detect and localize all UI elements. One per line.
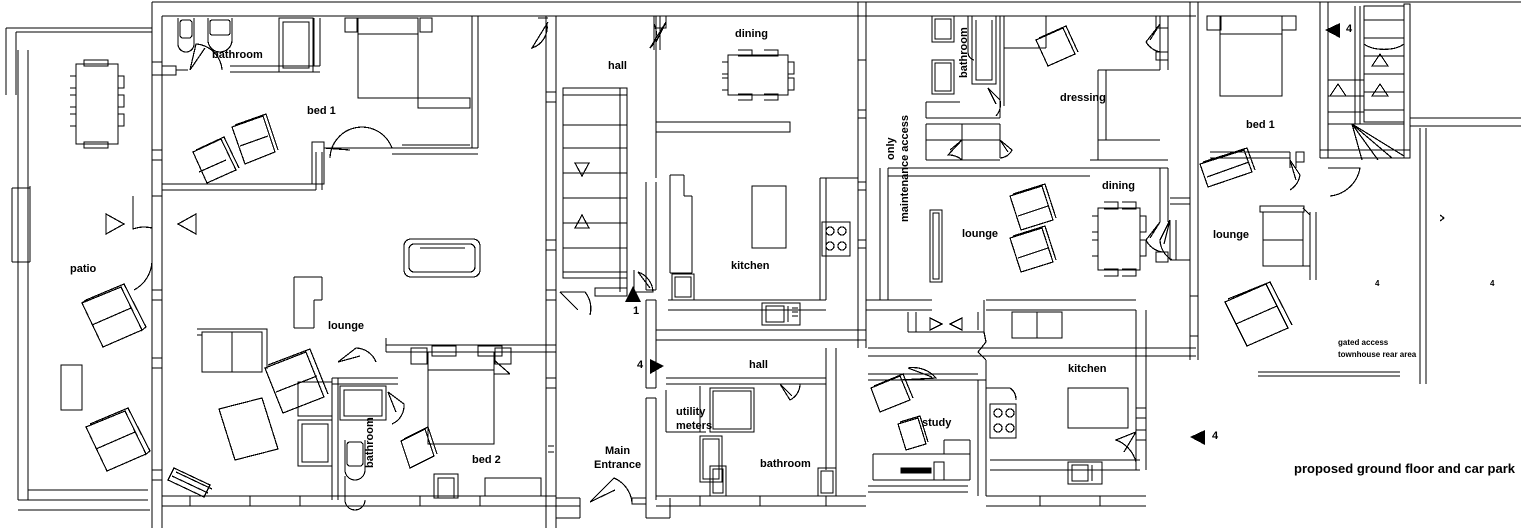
room-label-lounge-far-right: lounge [1213, 229, 1250, 241]
arrow-right-4 [650, 359, 664, 374]
dressing-right [925, 15, 1169, 161]
bathroom-right-fixtures [925, 15, 1005, 119]
drawing-title: proposed ground floor and car park [1294, 461, 1516, 476]
room-label-maintenance-only: only [885, 137, 897, 160]
room-label-bed1-left: bed 1 [307, 105, 336, 117]
room-label-bed1-right: bed 1 [1246, 119, 1275, 131]
main-entrance-line2: Entrance [594, 458, 642, 471]
room-label-dining-right: dining [1102, 180, 1135, 192]
center-unit-bottom-wall [656, 495, 866, 507]
room-label-main-entrance: Main Entrance [594, 445, 641, 473]
direction-marker-4-topright: 4 [1346, 23, 1353, 35]
patio-sofa-upper [81, 283, 147, 348]
main-entrance-line1: Main [605, 445, 631, 457]
study-right [868, 300, 987, 496]
bed1-left-furniture [344, 17, 471, 146]
room-label-bathroom-center: bathroom [760, 458, 811, 470]
bathroom-left-walls [162, 17, 321, 76]
patio-outline [5, 27, 152, 511]
room-label-study-right: study [922, 417, 952, 429]
left-unit-bottom-wall [162, 495, 556, 507]
patio-table-small [60, 364, 83, 411]
room-label-kitchen-center: kitchen [731, 260, 770, 272]
room-label-dining-center: dining [735, 28, 768, 40]
room-label-utility-meters: utility meters [676, 406, 712, 434]
direction-marker-4-kitchen: 4 [1212, 430, 1219, 442]
kitchen-center [668, 174, 858, 326]
right-unit-lower-boundary [1189, 295, 1199, 360]
lounge-left-furniture [167, 238, 481, 498]
gated-access-note: gated access townhouse rear area [1338, 337, 1416, 360]
direction-marker-4-hall: 4 [637, 359, 644, 371]
bed1-far-right [1199, 15, 1305, 191]
right-unit-outer [866, 1, 1199, 360]
bed2-left-walls [337, 338, 556, 363]
room-label-bathroom-left-lower: bathroom [364, 417, 376, 468]
arrow-left-4-topright [1325, 23, 1340, 38]
gated-access-line2: townhouse rear area [1338, 349, 1417, 359]
left-armchairs-top [192, 113, 279, 184]
room-label-kitchen-right: kitchen [1068, 363, 1107, 375]
patio-door-swing [132, 196, 153, 291]
lounge-far-right [1159, 170, 1317, 347]
center-hall-dining [530, 15, 795, 133]
direction-arrow-glyphs [625, 23, 1340, 445]
center-unit-outer [556, 1, 867, 348]
bathroom-left-fixtures [177, 18, 233, 53]
left-unit-walls [151, 1, 556, 528]
utility-line1: utility [676, 406, 706, 418]
dining-right [1090, 159, 1169, 277]
gated-access-line1: gated access [1338, 338, 1389, 347]
room-label-hall-upper: hall [608, 60, 627, 72]
arrow-up-1 [625, 286, 641, 302]
main-entrance-core [545, 16, 657, 528]
room-label-lounge-mid-right: lounge [962, 228, 999, 240]
bed-left-1 [357, 17, 419, 99]
room-label-bed2-left: bed 2 [472, 454, 501, 466]
room-label-maintenance-access: maintenance access [899, 114, 911, 222]
bathroom-left-lower-walls [297, 377, 405, 511]
center-hall-lower [656, 329, 866, 497]
central-staircase [562, 87, 628, 297]
patio-direction-triangles [105, 212, 197, 236]
patio-dining-table [70, 59, 125, 149]
room-label-bathroom-left: bathroom [212, 49, 263, 61]
entrance-bottom-wall [546, 495, 671, 519]
direction-marker-1-main: 1 [633, 305, 640, 317]
room-label-hall-lower: hall [749, 359, 768, 371]
room-label-dressing-right: dressing [1060, 92, 1106, 104]
far-right-stairs [1319, 2, 1521, 197]
car-park-lines [1196, 1, 1521, 384]
lounge-mid-right [879, 167, 1090, 300]
room-label-patio: patio [70, 263, 97, 275]
room-label-lounge-left: lounge [328, 320, 365, 332]
carpark-number-a: 4 [1375, 279, 1380, 288]
kitchen-right [986, 299, 1147, 507]
room-label-bathroom-right: bathroom [958, 27, 970, 78]
patio-sofa-lower [85, 407, 151, 472]
arrow-left-4-kitchen [1190, 430, 1205, 445]
bed1-left-walls [162, 16, 479, 191]
utility-line2: meters [676, 419, 713, 432]
carpark-number-b: 4 [1490, 279, 1495, 288]
bed2-left-furniture [400, 345, 542, 499]
hall-triangle-markers [929, 317, 963, 331]
